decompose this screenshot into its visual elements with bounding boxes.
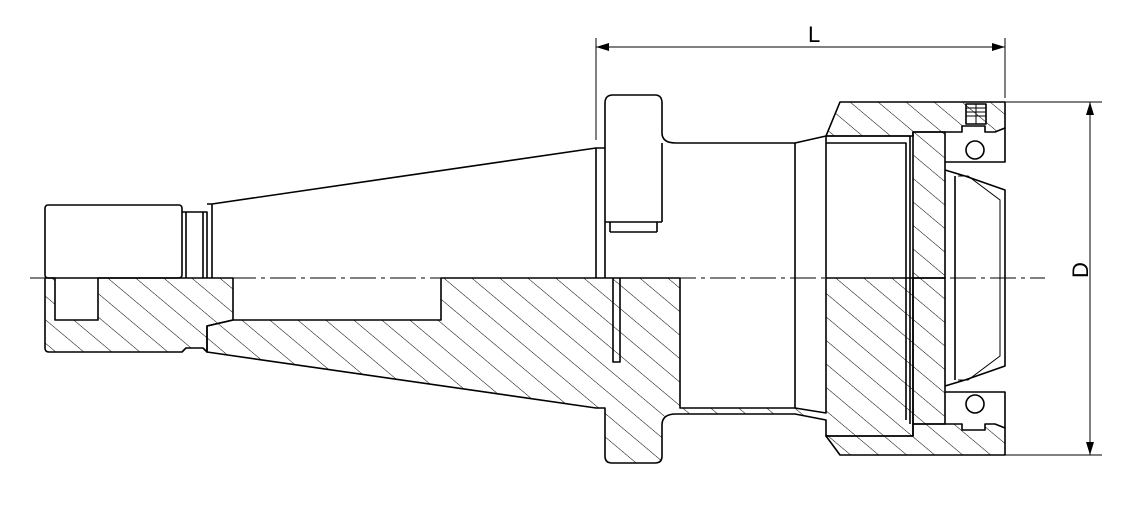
bearing-ball-upper (965, 140, 985, 160)
flange-upper (596, 94, 795, 149)
pull-stud-lower (44, 277, 234, 353)
body-upper (794, 135, 911, 278)
pull-stud-upper (44, 204, 183, 279)
dimension-d: D (980, 101, 1102, 456)
dimension-l-label: L (808, 22, 820, 47)
pull-stud-neck-upper (182, 211, 208, 278)
nut-inner-lower (912, 277, 946, 425)
body-lower-lines (794, 278, 911, 424)
clamp-screw-detail (966, 104, 986, 124)
nut-lower-section (825, 423, 1006, 456)
dimension-l: L (595, 22, 1006, 140)
dimension-d-label: D (1068, 262, 1093, 278)
nut-upper-section (825, 101, 1006, 137)
lower-section (44, 277, 1006, 464)
collet-bevel-upper (958, 175, 1001, 278)
collet-bevel-lower (958, 278, 1001, 381)
taper-lower (206, 277, 914, 464)
nut-inner-upper (912, 131, 946, 279)
upper-outline (44, 94, 1006, 279)
bearing-ball-lower (965, 394, 985, 414)
nut-edge-upper (944, 128, 1006, 278)
nut-edge-lower (944, 278, 1006, 428)
taper-upper (207, 147, 597, 278)
flange-groove (604, 143, 663, 278)
